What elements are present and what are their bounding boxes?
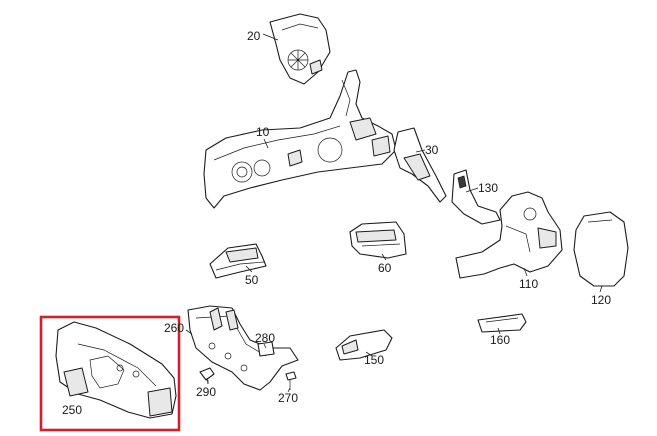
label-part-20: 20 xyxy=(247,29,261,43)
label-part-130: 130 xyxy=(478,181,498,195)
part-250-drawing xyxy=(55,321,177,419)
part-160-drawing xyxy=(477,313,527,333)
part-290-drawing xyxy=(199,367,215,385)
part-130-drawing xyxy=(451,169,501,225)
label-part-290: 290 xyxy=(196,385,216,399)
label-part-120: 120 xyxy=(591,293,611,307)
part-20-drawing xyxy=(269,13,331,85)
part-10-drawing xyxy=(203,69,397,209)
part-30-drawing xyxy=(393,127,447,203)
leader-lines xyxy=(185,33,603,393)
part-110-drawing xyxy=(455,191,563,279)
label-part-10: 10 xyxy=(256,125,270,139)
part-60-drawing xyxy=(349,221,407,259)
label-part-270: 270 xyxy=(278,391,298,405)
part-150-drawing xyxy=(335,329,393,361)
part-270-drawing xyxy=(285,371,297,390)
label-part-150: 150 xyxy=(364,353,384,367)
part-250-highlight-box xyxy=(39,315,181,432)
label-part-250: 250 xyxy=(62,403,82,417)
label-part-280: 280 xyxy=(255,331,275,345)
label-part-60: 60 xyxy=(378,261,392,275)
label-part-30: 30 xyxy=(425,143,439,157)
label-part-260: 260 xyxy=(164,321,184,335)
label-part-110: 110 xyxy=(519,277,538,291)
part-50-drawing xyxy=(209,243,267,279)
part-260-drawing xyxy=(187,305,299,391)
label-part-160: 160 xyxy=(490,333,510,347)
part-280-drawing xyxy=(257,341,275,357)
part-120-drawing xyxy=(573,211,629,287)
label-part-50: 50 xyxy=(245,273,259,287)
